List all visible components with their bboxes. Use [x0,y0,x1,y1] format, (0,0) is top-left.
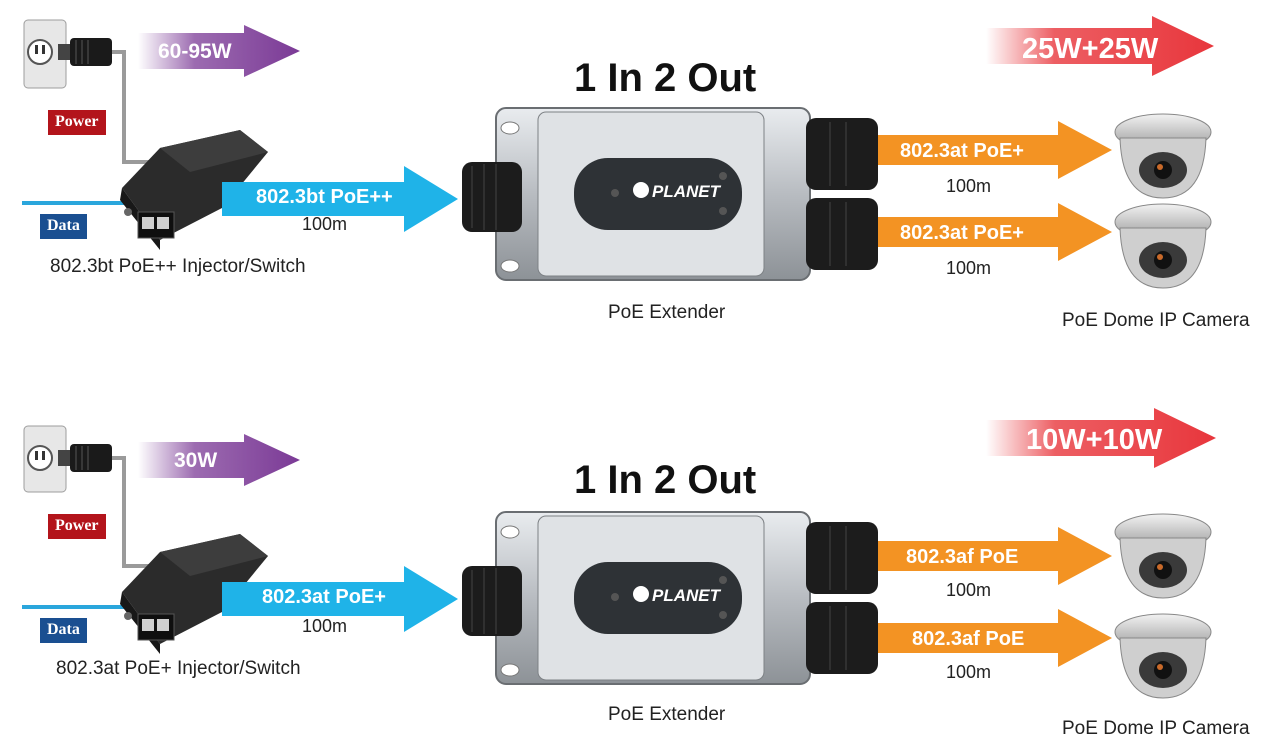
poe-extender-device [462,107,878,281]
output-arrow-2 [878,609,1112,667]
output-distance-2: 100m [946,662,992,682]
dome-camera-icon-2 [1114,613,1212,699]
output-distance-1: 100m [946,580,992,600]
power-cable [112,50,152,164]
data-badge: Data [40,214,87,239]
poe-injector-device [120,534,268,654]
diagram-graphics [22,408,1216,699]
output-arrow-1 [878,121,1112,179]
uplink-distance: 100m [302,616,348,636]
output-label-1: 802.3af PoE [906,546,1019,568]
input-power-arrow [138,25,300,77]
output-arrow-2 [878,203,1112,261]
data-badge: Data [40,618,87,643]
camera-caption: PoE Dome IP Camera [1062,310,1250,331]
camera-caption: PoE Dome IP Camera [1062,718,1250,739]
poe-injector-device [120,130,268,250]
uplink-label: 802.3at PoE+ [262,586,386,608]
extender-caption: PoE Extender [608,704,726,725]
injector-caption: 802.3bt PoE++ Injector/Switch [50,256,306,277]
extender-caption: PoE Extender [608,302,726,323]
output-distance-2: 100m [946,258,992,278]
output-label-2: 802.3at PoE+ [900,222,1024,244]
power-cable [112,456,152,568]
diagram-title: 1 In 2 Out [574,458,757,502]
input-power-arrow [138,434,300,486]
dome-camera-icon-1 [1114,113,1212,199]
output-power-label: 10W+10W [1026,424,1163,456]
power-plug-icon [58,38,112,66]
output-distance-1: 100m [946,176,992,196]
diagram-graphics [22,16,1214,289]
uplink-arrow [222,566,458,632]
injector-caption: 802.3at PoE+ Injector/Switch [56,658,301,679]
output-power-label: 25W+25W [1022,33,1159,65]
diagram-bottom: 1 In 2 Out Power Data 30W 802.3at PoE+ 1… [0,402,1284,755]
brand-logo: PLANET [652,586,720,605]
diagram-title: 1 In 2 Out [574,56,757,100]
power-badge: Power [48,514,106,539]
dome-camera-icon-1 [1114,513,1212,599]
dome-camera-icon-2 [1114,203,1212,289]
power-badge: Power [48,110,106,135]
diagram-top: 1 In 2 Out Power Data 60-95W 802.3bt PoE… [0,0,1284,370]
output-power-arrow [986,408,1216,468]
input-power-label: 30W [174,449,218,472]
output-label-1: 802.3at PoE+ [900,140,1024,162]
uplink-label: 802.3bt PoE++ [256,186,393,208]
output-arrow-1 [878,527,1112,585]
poe-extender-device [462,511,878,685]
wall-outlet-icon [23,19,67,89]
uplink-distance: 100m [302,214,348,234]
input-power-label: 60-95W [158,40,232,63]
brand-logo: PLANET [652,182,720,201]
output-power-arrow [986,16,1214,76]
power-plug-icon [58,444,112,472]
output-label-2: 802.3af PoE [912,628,1025,650]
uplink-arrow [222,166,458,232]
